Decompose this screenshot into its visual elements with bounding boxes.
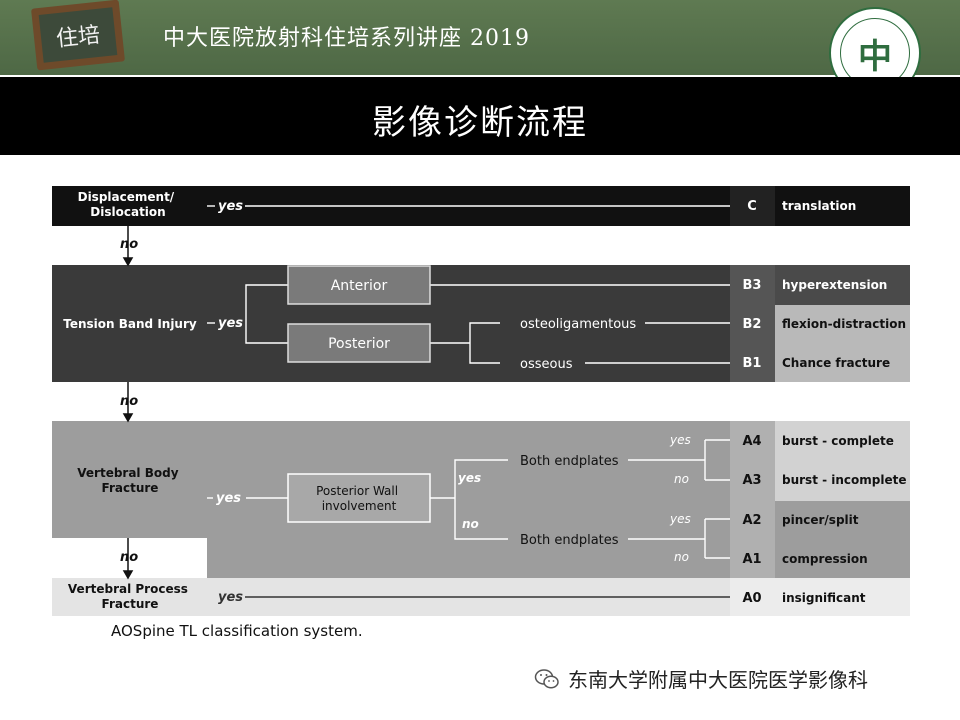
row-label-process-l2: Fracture [102, 597, 159, 611]
outcome-label-a1: compression [782, 552, 868, 566]
no-label-2: no [120, 394, 138, 409]
outcome-label-a2: pincer/split [782, 513, 859, 527]
row-label-process: Vertebral Process Fracture [68, 582, 192, 611]
outcome-label-b1: Chance fracture [782, 356, 890, 370]
seal-text: 中 [858, 36, 892, 77]
yes-label-a2: yes [669, 512, 691, 526]
label-col-b3 [775, 265, 910, 305]
outcome-code-b2: B2 [743, 317, 762, 332]
posterior-label: Posterior [328, 336, 390, 352]
row-label-vb-l2: Fracture [102, 481, 159, 495]
posterior-wall-l1: Posterior Wall [316, 484, 398, 498]
title-banner: 影像诊断流程 [0, 77, 960, 155]
no-label-posterior-wall: no [462, 517, 479, 531]
branch-endplates-bottom: Both endplates [520, 533, 619, 548]
connector-lines-dark [207, 205, 730, 364]
row-label-vertebral-body: Vertebral Body Fracture [77, 466, 182, 495]
no-label-a3: no [674, 472, 689, 486]
anterior-label: Anterior [331, 278, 388, 294]
yes-label-tension: yes [218, 316, 243, 331]
no-label-1: no [120, 237, 138, 252]
posterior-wall-box [287, 473, 431, 523]
footer-text: 东南大学附属中大医院医学影像科 [568, 668, 868, 692]
outcome-code-a3: A3 [742, 473, 761, 488]
wechat-icon [534, 668, 559, 689]
code-col-tension [730, 265, 775, 382]
no-label-3: no [120, 550, 138, 565]
footer-watermark: 东南大学附属中大医院医学影像科 [534, 664, 868, 693]
row-vertebral-body-bg-ext [207, 538, 910, 578]
yes-label-vertebral-body: yes [216, 491, 241, 506]
code-col-displacement [730, 186, 775, 226]
header-bar: 住培 中大医院放射科住培系列讲座 2019 [0, 0, 960, 75]
code-col-a [730, 421, 775, 578]
outcome-code-a0: A0 [742, 591, 761, 606]
posterior-box [287, 323, 431, 363]
yes-label-displacement: yes [218, 199, 243, 214]
outcome-label-b3: hyperextension [782, 278, 887, 292]
row-label-tension: Tension Band Injury [63, 317, 197, 331]
outcome-code-a2: A2 [742, 513, 761, 528]
yes-label-a4: yes [669, 433, 691, 447]
row-label-displacement-l1: Displacement/ [78, 190, 175, 204]
row-label-displacement: Displacement/ Dislocation [78, 190, 179, 219]
row-label-displacement-l2: Dislocation [90, 205, 165, 219]
yes-label-posterior-wall: yes [458, 471, 481, 485]
outcome-label-a3: burst - incomplete [782, 473, 907, 487]
row-label-vb-l1: Vertebral Body [77, 466, 178, 480]
outcome-label-a4: burst - complete [782, 434, 894, 448]
outcome-code-a4: A4 [742, 434, 761, 449]
label-col-a4a3 [775, 421, 910, 501]
header-title: 中大医院放射科住培系列讲座 2019 [163, 26, 530, 51]
branch-endplates-top: Both endplates [520, 454, 619, 469]
figure-caption: AOSpine TL classification system. [111, 622, 363, 640]
label-col-b2b1 [775, 305, 910, 382]
no-arrows [122, 226, 134, 580]
branch-osseous: osseous [520, 357, 573, 372]
posterior-wall-label: Posterior Wall involvement [316, 484, 402, 513]
anterior-box [287, 265, 431, 305]
outcome-code-b3: B3 [743, 278, 762, 293]
outcome-code-c: C [747, 199, 757, 214]
outcome-label-a0: insignificant [782, 591, 866, 605]
outcome-label-b2: flexion-distraction [782, 317, 906, 331]
posterior-wall-l2: involvement [322, 499, 397, 513]
outcome-label-c: translation [782, 199, 856, 213]
outcome-code-a1: A1 [742, 552, 761, 567]
code-col-a0 [730, 578, 910, 616]
yes-label-process: yes [218, 590, 243, 605]
branch-osteoligamentous: osteoligamentous [520, 317, 636, 332]
slide-title: 影像诊断流程 [372, 103, 588, 143]
row-label-process-l1: Vertebral Process [68, 582, 188, 596]
outcome-code-b1: B1 [743, 356, 762, 371]
connector-lines-light [207, 439, 730, 559]
no-label-a1: no [674, 550, 689, 564]
